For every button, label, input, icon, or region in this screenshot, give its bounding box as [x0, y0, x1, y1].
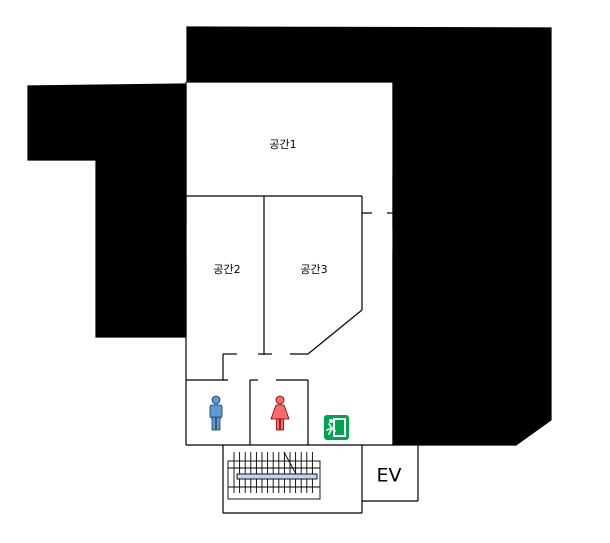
- emergency-exit-icon: [324, 415, 349, 440]
- male-restroom-icon: [209, 395, 223, 431]
- terrace-left-area: [27, 83, 187, 338]
- elevator-label: EV: [376, 465, 401, 487]
- space2-label: 공간2: [213, 263, 240, 276]
- building-walls: [185, 82, 419, 514]
- terrace-right-label: 테라스: [465, 248, 495, 261]
- stairs-icon: [227, 451, 321, 500]
- terrace-left-label: 테라스: [125, 176, 155, 189]
- space1-label: 공간1: [269, 138, 296, 151]
- space3-label: 공간3: [300, 263, 327, 276]
- female-restroom-icon: [270, 395, 290, 431]
- terrace-right-area: [186, 26, 552, 446]
